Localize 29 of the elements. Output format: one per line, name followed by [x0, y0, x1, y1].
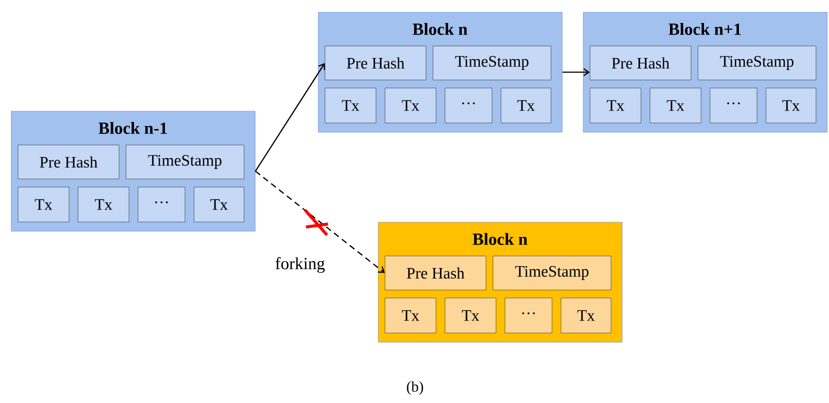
- transaction-box: Tx: [560, 298, 612, 334]
- transaction-box: Tx: [384, 88, 436, 124]
- field-box: TimeStamp: [432, 46, 552, 80]
- transaction-box: Tx: [444, 298, 496, 334]
- transaction-box: Tx: [590, 88, 642, 124]
- caption: (b): [406, 381, 424, 395]
- field-box: Pre Hash: [18, 144, 120, 180]
- edge-label: forking: [276, 257, 325, 273]
- transaction-box: ···: [504, 298, 552, 334]
- transaction-box: Tx: [384, 298, 436, 334]
- transaction-box: Tx: [78, 186, 130, 222]
- field-box: TimeStamp: [126, 144, 244, 180]
- transaction-box: Tx: [766, 88, 816, 124]
- transaction-box: ···: [138, 186, 186, 222]
- field-box: Pre Hash: [590, 46, 692, 80]
- transaction-box: Tx: [194, 186, 244, 222]
- field-box: Pre Hash: [384, 256, 486, 290]
- transaction-box: ···: [710, 88, 758, 124]
- transaction-box: Tx: [324, 88, 376, 124]
- transaction-box: ···: [444, 88, 492, 124]
- field-box: TimeStamp: [698, 46, 816, 80]
- arrow: [562, 68, 590, 76]
- field-box: TimeStamp: [492, 256, 612, 290]
- arrow: [254, 63, 326, 172]
- arrow: [255, 170, 385, 273]
- transaction-box: Tx: [18, 186, 70, 222]
- transaction-box: Tx: [650, 88, 702, 124]
- field-box: Pre Hash: [324, 46, 426, 80]
- transaction-box: Tx: [500, 88, 552, 124]
